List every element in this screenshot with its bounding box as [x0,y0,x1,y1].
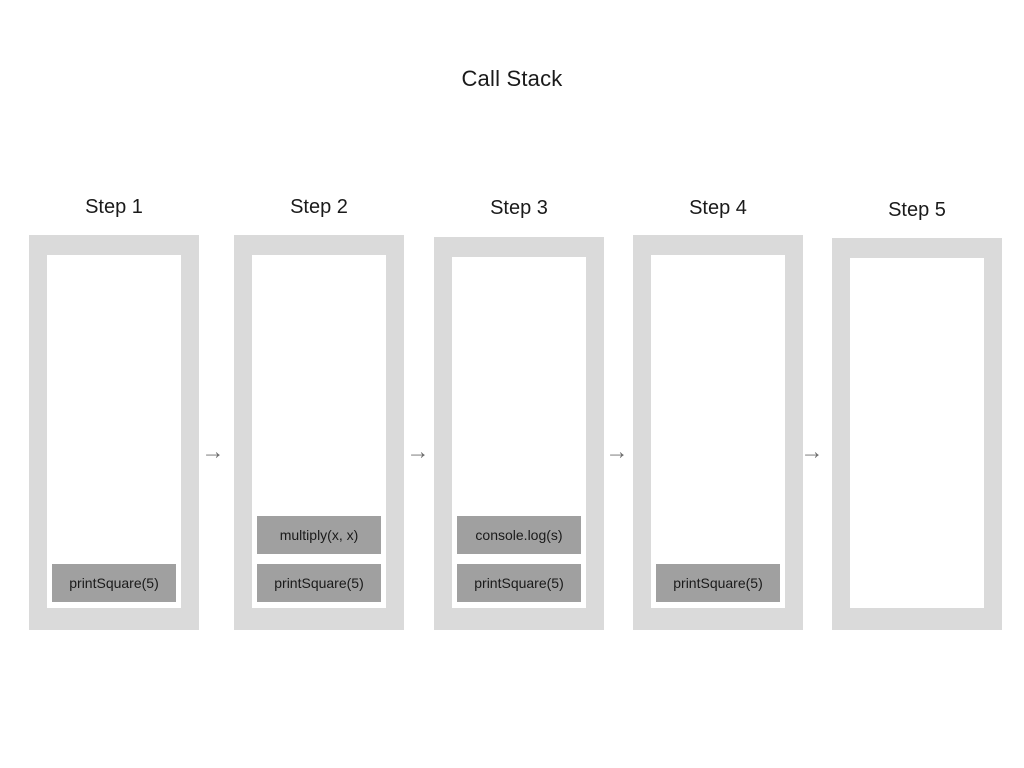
call-stack-panel: printSquare(5) [29,235,199,630]
step-column-1: Step 1 printSquare(5) [29,190,199,630]
flow-arrow-icon: → [201,438,225,464]
step-column-2: Step 2 multiply(x, x) printSquare(5) [234,190,404,630]
call-stack-frames-container [850,258,984,608]
step-label: Step 4 [689,197,747,219]
call-stack-frames-container: multiply(x, x) printSquare(5) [252,255,386,608]
stack-frame: printSquare(5) [656,564,780,602]
call-stack-panel [832,238,1002,630]
call-stack-panel: multiply(x, x) printSquare(5) [234,235,404,630]
call-stack-frames-container: printSquare(5) [47,255,181,608]
step-column-4: Step 4 printSquare(5) [633,190,803,630]
step-column-3: Step 3 console.log(s) printSquare(5) [434,190,604,630]
step-label: Step 3 [490,197,548,219]
flow-arrow-icon: → [406,438,430,464]
page-title: Call Stack [461,66,563,91]
stack-frame: console.log(s) [457,516,581,554]
stack-frame: printSquare(5) [257,564,381,602]
call-stack-frames-container: console.log(s) printSquare(5) [452,257,586,608]
stack-frame: printSquare(5) [52,564,176,602]
stack-frame: printSquare(5) [457,564,581,602]
flow-arrow-icon: → [605,438,629,464]
flow-arrow-icon: → [800,438,824,464]
call-stack-panel: console.log(s) printSquare(5) [434,237,604,630]
step-column-5: Step 5 [832,190,1002,630]
call-stack-steps-row: Step 1 printSquare(5) Step 2 multiply(x, x)… [0,190,1024,650]
call-stack-frames-container: printSquare(5) [651,255,785,608]
step-label: Step 5 [888,199,946,221]
call-stack-panel: printSquare(5) [633,235,803,630]
step-label: Step 1 [85,196,143,218]
stack-frame: multiply(x, x) [257,516,381,554]
step-label: Step 2 [290,196,348,218]
